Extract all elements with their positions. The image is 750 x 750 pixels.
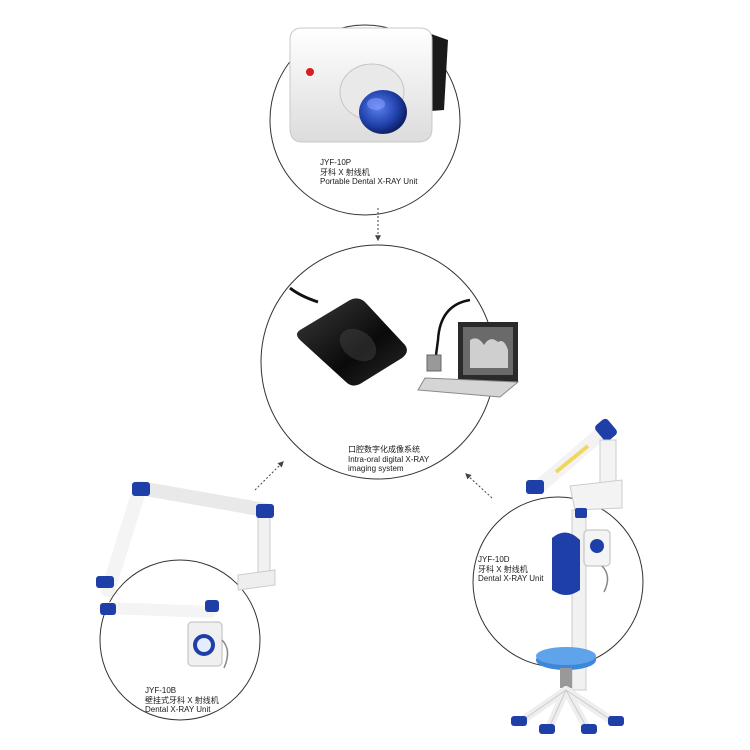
portable-xray-unit-image bbox=[289, 27, 448, 143]
label-imaging-system: 口腔数字化成像系统 Intra-oral digital X-RAY imagi… bbox=[348, 445, 429, 474]
circle-jyf-10p bbox=[269, 24, 461, 216]
model-jyf-10p: JYF-10P bbox=[320, 158, 352, 167]
model-jyf-10d: JYF-10D bbox=[478, 555, 510, 564]
name-cn-jyf-10d: 牙科 X 射线机 bbox=[478, 564, 528, 574]
name-en-jyf-10p: Portable Dental X-RAY Unit bbox=[320, 177, 418, 186]
connector-10d-to-system bbox=[465, 473, 493, 499]
name-en-imaging-system-line2: imaging system bbox=[348, 464, 404, 473]
model-jyf-10b: JYF-10B bbox=[145, 686, 177, 695]
name-cn-imaging-system: 口腔数字化成像系统 bbox=[348, 445, 420, 454]
circle-jyf-10b bbox=[99, 559, 261, 721]
label-jyf-10p: JYF-10P 牙科 X 射线机 Portable Dental X-RAY U… bbox=[320, 158, 418, 187]
label-jyf-10d: JYF-10D 牙科 X 射线机 Dental X-RAY Unit bbox=[478, 555, 544, 584]
label-jyf-10b: JYF-10B 壁挂式牙科 X 射线机 Dental X-RAY Unit bbox=[145, 686, 219, 715]
mobile-xray-unit-image bbox=[511, 418, 624, 734]
imaging-sensor-image bbox=[289, 286, 407, 386]
name-cn-jyf-10b: 壁挂式牙科 X 射线机 bbox=[145, 695, 219, 705]
wall-mounted-xray-unit-image bbox=[96, 481, 276, 669]
laptop-image bbox=[417, 298, 520, 398]
name-en-jyf-10b: Dental X-RAY Unit bbox=[145, 705, 211, 714]
name-cn-jyf-10p: 牙科 X 射线机 bbox=[320, 167, 370, 177]
connector-10b-to-system bbox=[254, 461, 284, 491]
name-en-jyf-10d: Dental X-RAY Unit bbox=[478, 574, 544, 583]
name-en-imaging-system-line1: Intra-oral digital X-RAY bbox=[348, 454, 430, 464]
